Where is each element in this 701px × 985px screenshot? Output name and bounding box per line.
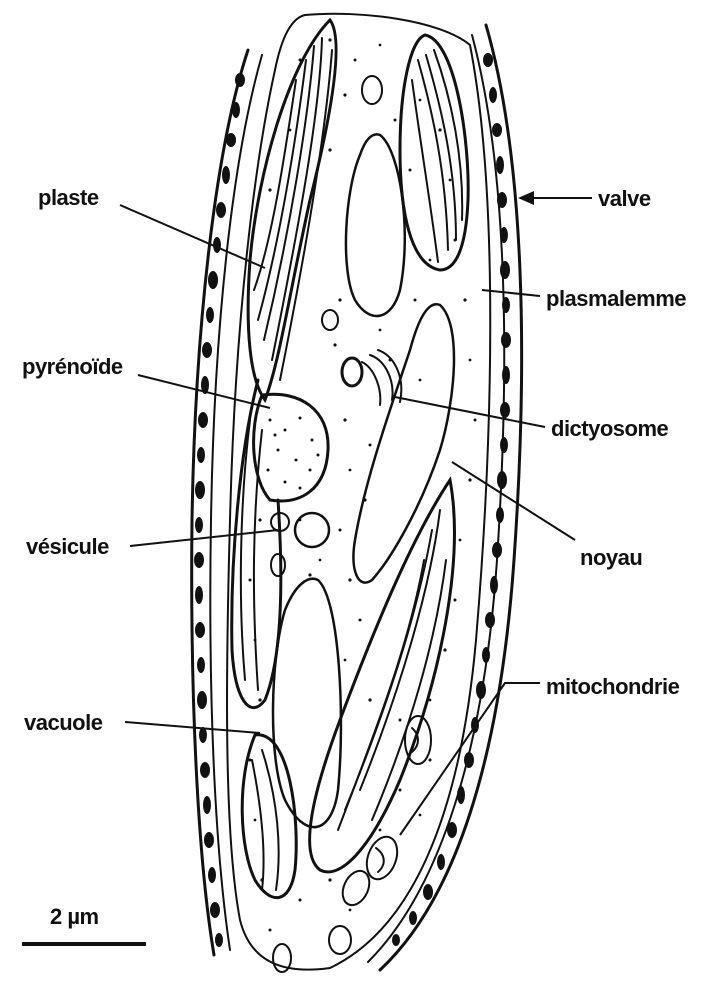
labels: plaste pyrénoïde vésicule vacuole valve … — [22, 185, 686, 735]
leader-vacuole — [125, 722, 260, 733]
leader-noyau — [452, 462, 575, 540]
valve-wall-right-inner — [368, 35, 504, 962]
organelle-dark — [342, 358, 362, 386]
cell — [192, 14, 522, 972]
vacuole-upper — [346, 134, 405, 316]
label-valve: valve — [598, 186, 651, 211]
vesicule-large — [295, 513, 329, 547]
label-noyau: noyau — [580, 545, 642, 570]
noyau — [354, 304, 454, 582]
plaste-upper-right — [400, 35, 468, 270]
label-plasmalemme: plasmalemme — [546, 286, 686, 311]
pyrenoide — [254, 394, 329, 501]
label-vesicule: vésicule — [26, 534, 109, 559]
arrowhead-valve — [518, 191, 534, 205]
scale-bar-label: 2 µm — [50, 904, 99, 929]
valve-wall-left — [192, 50, 248, 955]
leader-vesicule — [130, 530, 278, 546]
label-vacuole: vacuole — [24, 710, 103, 735]
vesicule-mid — [322, 310, 338, 330]
label-pyrenoide: pyrénoïde — [22, 354, 123, 379]
plaste-upper-left — [248, 20, 336, 400]
label-mitochondrie: mitochondrie — [546, 674, 680, 699]
leader-plaste — [120, 205, 265, 268]
label-plaste: plaste — [38, 185, 99, 210]
vesicule-top — [362, 76, 382, 104]
plaste-left-middle — [232, 380, 281, 708]
vesicule-bottom — [271, 554, 285, 576]
label-dictyosome: dictyosome — [551, 416, 669, 441]
scale-bar: 2 µm — [22, 904, 146, 944]
vacuole-lower — [273, 579, 341, 827]
